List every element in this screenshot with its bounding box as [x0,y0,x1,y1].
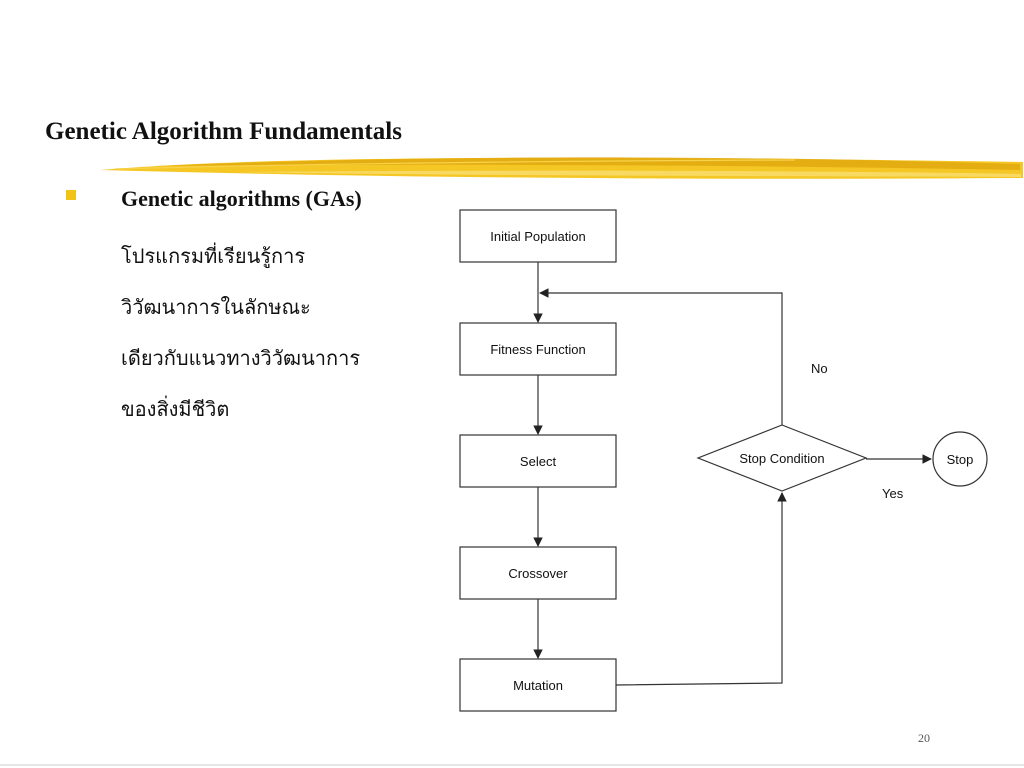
bullet-text: Genetic algorithms (GAs) [121,186,362,211]
edge-mutation-to-condition [615,492,787,686]
yes-label: Yes [882,486,904,501]
stop-node: Stop [932,431,988,487]
mutation-node: Mutation [459,658,617,712]
bottom-rule [0,764,1024,766]
title-underline-brush [100,157,1023,179]
fitness-function-label: Fitness Function [490,342,585,357]
stop-label: Stop [947,452,974,467]
select-label: Select [520,454,557,469]
description-line: โปรแกรมที่เรียนรู้การ [121,244,306,268]
crossover-node: Crossover [459,546,617,600]
initial-population-label: Initial Population [490,229,585,244]
no-label: No [811,361,828,376]
description-line: ของสิ่งมีชีวิต [121,397,230,421]
mutation-label: Mutation [513,678,563,693]
fitness-function-node: Fitness Function [459,322,617,376]
description-line: วิวัฒนาการในลักษณะ [121,295,311,319]
select-node: Select [459,434,617,488]
initial-population-node: Initial Population [459,209,617,263]
bullet-marker [66,190,76,200]
stop-condition-label: Stop Condition [739,451,824,466]
edge-condition-no-loop [539,288,783,425]
description-line: เดียวกับแนวทางวิวัฒนาการ [121,346,361,370]
ga-flowchart: Initial Population Fitness Function Sele… [459,209,988,712]
crossover-label: Crossover [508,566,568,581]
slide-title: Genetic Algorithm Fundamentals [45,118,402,145]
page-number: 20 [918,731,930,745]
stop-condition-node: Stop Condition [696,424,868,492]
